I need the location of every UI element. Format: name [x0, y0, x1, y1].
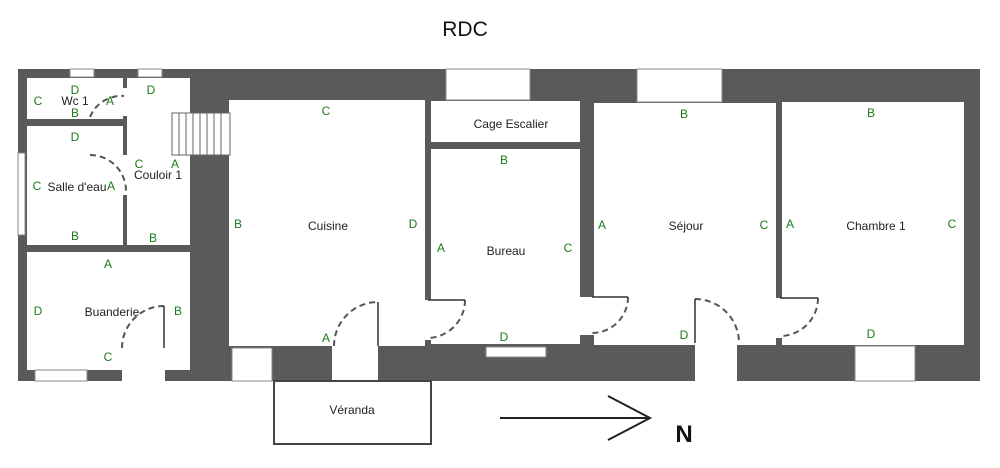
room-salle-deau[interactable] [27, 126, 123, 245]
wall-label: C [322, 104, 331, 118]
wall-label: D [147, 83, 156, 97]
wall-label: B [174, 304, 182, 318]
wall-label: A [104, 257, 112, 271]
door-swing [333, 301, 379, 347]
wall-label: A [107, 179, 115, 193]
door-swing [121, 305, 165, 349]
wall-label: D [680, 328, 689, 342]
room-cage-escalier[interactable] [431, 101, 580, 142]
window [17, 152, 26, 236]
door-opening [123, 155, 127, 195]
room-label-cuisine: Cuisine [308, 219, 348, 233]
room-label-buanderie: Buanderie [85, 305, 140, 319]
wall-label: A [322, 331, 330, 345]
wall-label: A [598, 218, 606, 232]
wall-label: B [234, 217, 242, 231]
door-swing [694, 298, 740, 344]
door-opening [580, 297, 594, 335]
window [34, 369, 88, 382]
door-swing [89, 154, 127, 192]
window [485, 346, 547, 358]
wall-label: C [34, 94, 43, 108]
wall-label: A [171, 157, 179, 171]
room-label-couloir: Couloir 1 [134, 168, 182, 182]
door-swing [89, 94, 125, 118]
window [137, 68, 163, 78]
wall-label: D [34, 304, 43, 318]
room-label-veranda: Véranda [329, 403, 375, 417]
wall-label: D [409, 217, 418, 231]
wall-label: D [71, 130, 80, 144]
window [231, 347, 273, 382]
north-arrow [500, 395, 653, 441]
wall-label: A [106, 94, 114, 108]
window [854, 345, 916, 382]
room-cuisine[interactable] [229, 100, 425, 346]
door-opening [332, 346, 378, 381]
wall-label: B [71, 106, 79, 120]
door-opening [695, 345, 737, 381]
wall-label: C [948, 217, 957, 231]
wall-label: B [149, 231, 157, 245]
wall-label: B [500, 153, 508, 167]
wall-label: D [867, 327, 876, 341]
wall-label: C [33, 179, 42, 193]
window [636, 68, 723, 103]
wall-label: C [564, 241, 573, 255]
room-label-wc: Wc 1 [61, 94, 89, 108]
wall-label: B [680, 107, 688, 121]
room-couloir[interactable] [127, 78, 190, 245]
door-opening [425, 300, 431, 340]
room-bureau[interactable] [431, 149, 580, 344]
wall-label: C [104, 350, 113, 364]
door-opening [122, 345, 165, 381]
north-label: N [675, 421, 692, 448]
wall-label: B [867, 106, 875, 120]
wall-label: B [71, 229, 79, 243]
wall-label: A [786, 217, 794, 231]
window [445, 68, 531, 101]
wall-label: A [437, 241, 445, 255]
door-swing [427, 299, 466, 339]
door-swing [779, 297, 819, 337]
wall-label: D [71, 83, 80, 97]
room-label-cage-escalier: Cage Escalier [474, 117, 549, 131]
room-label-salle-deau: Salle d'eau [47, 180, 106, 194]
room-chambre[interactable] [782, 102, 964, 345]
wall-label: D [500, 330, 509, 344]
staircase [171, 112, 231, 156]
wall-label: C [135, 157, 144, 171]
room-veranda[interactable] [273, 380, 432, 445]
room-sejour[interactable] [594, 103, 776, 345]
door-opening [776, 298, 782, 338]
door-opening [123, 88, 127, 116]
room-label-chambre: Chambre 1 [846, 219, 906, 233]
wall-label: C [760, 218, 769, 232]
door-swing [591, 296, 629, 334]
room-label-bureau: Bureau [487, 244, 526, 258]
window [69, 68, 95, 78]
room-label-sejour: Séjour [669, 219, 704, 233]
floor-plan-title: RDC [442, 18, 488, 41]
